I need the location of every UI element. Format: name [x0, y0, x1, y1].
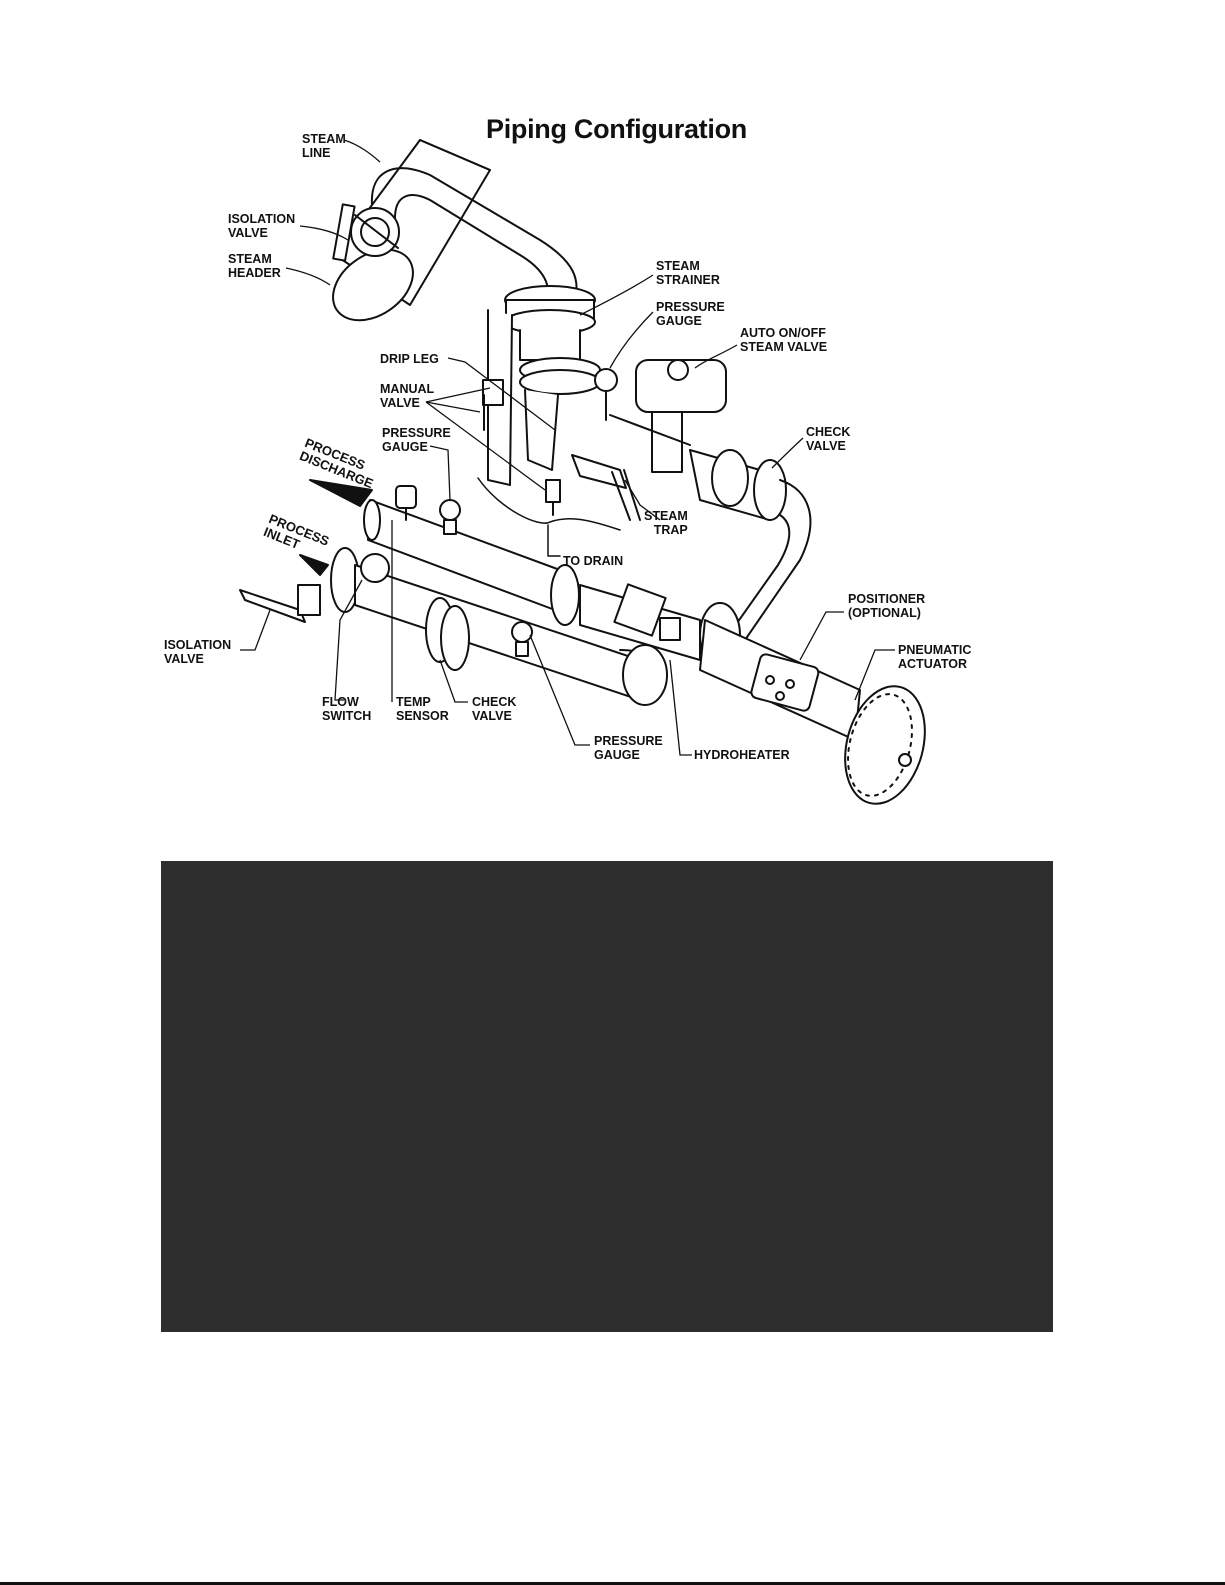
piping-diagram: [239, 139, 926, 805]
label-isolation-valve-bottom: ISOLATION VALVE: [164, 638, 232, 666]
label-auto-steam-valve: AUTO ON/OFF STEAM VALVE: [740, 326, 828, 354]
leader-lines: [240, 139, 895, 756]
positioner: [750, 653, 820, 712]
auto-steam-valve: [609, 359, 727, 473]
check-valve-right: [689, 449, 812, 641]
label-steam-header: STEAM HEADER: [228, 252, 281, 280]
label-check-valve-right: CHECK VALVE: [806, 425, 851, 453]
bottom-rule: [0, 1582, 1225, 1585]
label-flow-switch: FLOW SWITCH: [322, 695, 372, 723]
process-inlet-arrow: [299, 554, 329, 576]
label-check-valve-bottom: CHECK VALVE: [472, 695, 517, 723]
process-discharge-arrow: [309, 479, 373, 507]
isolation-valve-top: [332, 203, 400, 262]
drain-curve: [477, 477, 621, 531]
label-pressure-gauge-bottom: PRESSURE GAUGE: [594, 734, 663, 762]
label-manual-valve: MANUAL VALVE: [380, 382, 435, 410]
label-steam-strainer: STEAM STRAINER: [656, 259, 720, 287]
drip-leg-pipe: [482, 309, 513, 486]
steam-header-pipe: [332, 139, 491, 322]
label-to-drain: TO DRAIN: [563, 554, 624, 568]
steam-trap: [571, 454, 641, 521]
label-pressure-gauge-left: PRESSURE GAUGE: [382, 426, 451, 454]
label-hydroheater: HYDROHEATER: [694, 748, 790, 762]
label-steam-trap: STEAM TRAP: [644, 509, 688, 537]
steam-strainer: [504, 285, 601, 471]
pneumatic-actuator: [844, 685, 926, 805]
label-pressure-gauge-top: PRESSURE GAUGE: [656, 300, 725, 328]
manual-valves: [545, 479, 561, 516]
label-pneumatic-actuator: PNEUMATIC ACTUATOR: [898, 643, 972, 671]
isolation-valve-bottom: [239, 584, 321, 623]
label-temp-sensor: TEMP SENSOR: [396, 695, 449, 723]
label-drip-leg: DRIP LEG: [380, 352, 439, 366]
label-positioner: POSITIONER (OPTIONAL): [848, 592, 926, 620]
flow-switch-device: [360, 553, 390, 583]
dark-image-panel: [161, 861, 1053, 1332]
diagram-title: Piping Configuration: [486, 114, 747, 144]
pressure-gauge-bottom-device: [511, 621, 533, 657]
label-steam-line: STEAM LINE: [302, 132, 346, 160]
temp-sensor-device: [395, 485, 417, 521]
pressure-gauge-top-device: [594, 368, 618, 421]
label-isolation-valve-top: ISOLATION VALVE: [228, 212, 296, 240]
pressure-gauge-left-device: [439, 499, 461, 535]
